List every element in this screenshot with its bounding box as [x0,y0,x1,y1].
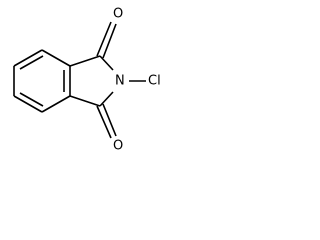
bond-c6-c7 [69,55,101,67]
bond-ring-c1-c2 [13,49,43,67]
bond-ring-c3-c4 [13,95,43,113]
bond-c8-n [99,91,114,107]
bond-c7-n [99,55,114,71]
bond-ring-inner-c1-c2 [19,55,44,70]
bond-ring-c4-c5 [41,95,71,113]
atom-label-oxygen-top: O [113,7,123,22]
atom-label-chlorine: Cl [148,74,161,89]
atom-label-oxygen-bottom: O [113,139,123,154]
bond-ring-c6-c1 [41,49,71,67]
bond-c5-c8 [69,95,101,107]
atom-label-nitrogen: N [115,74,125,89]
bond-c8-o-bottom-b [102,103,117,137]
bond-c8-o-bottom-a [96,105,112,139]
bond-c7-o-top-a [96,21,112,57]
n-chlorophthalimide-structure: O N Cl O [13,7,161,154]
bond-ring-inner-c3-c4 [19,92,44,107]
bond-c7-o-top-b [102,23,117,59]
